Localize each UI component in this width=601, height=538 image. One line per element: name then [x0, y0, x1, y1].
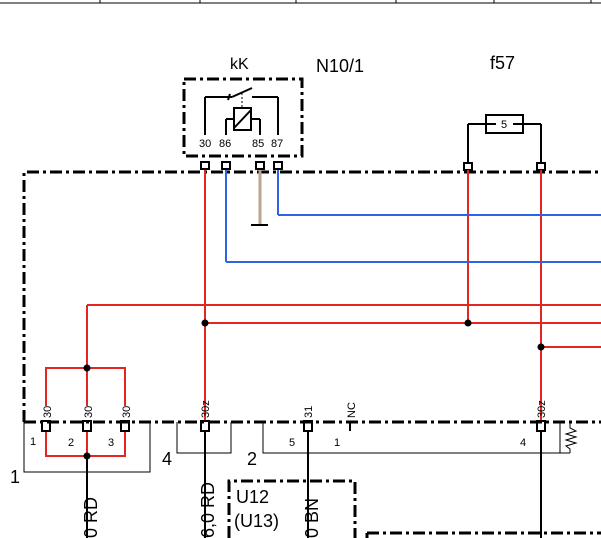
fuse-symbol	[463, 114, 546, 171]
connector-4-pin-label: 30z	[200, 400, 212, 418]
fuse-value-bg	[496, 117, 513, 131]
connector-1-number: 1	[10, 467, 20, 487]
page-frame	[0, 0, 601, 4]
module-boundary	[22, 170, 601, 422]
red-wires	[45, 170, 601, 457]
connector-right	[536, 420, 578, 453]
fuse-label: f57	[490, 53, 515, 73]
connector-1-pin-2-label: 30	[83, 406, 95, 418]
wire-label-2: 6,0 RD	[198, 482, 218, 538]
lower-wires	[86, 431, 542, 538]
connector-1-pin-1-label: 30	[42, 406, 54, 418]
relay-label: kK	[230, 56, 249, 73]
connector-1-cavity-2: 2	[68, 437, 74, 449]
blue-wires	[225, 170, 601, 263]
ecu-boundary	[227, 479, 357, 538]
wire-label-3: 0 BN	[302, 498, 322, 538]
connector-2-cavity-1: 1	[334, 437, 340, 449]
relay-pin-87: 87	[271, 138, 283, 150]
connector-4-number: 4	[162, 449, 172, 469]
junction-dots	[83, 319, 545, 460]
connector-2-pin-31-label: 31	[303, 406, 315, 418]
ecu-sublabel: (U13)	[234, 511, 279, 531]
connector-1-cavity-3: 3	[108, 437, 114, 449]
connector-1-pin-3-label: 30	[121, 406, 133, 418]
connector-2-number: 2	[247, 449, 257, 469]
connector-2-pin-nc-label: NC	[346, 402, 358, 418]
ecu-label: U12	[236, 487, 269, 507]
connector-right-cavity: 4	[520, 437, 526, 449]
relay-pin-85: 85	[252, 138, 264, 150]
relay-pin-30: 30	[199, 138, 211, 150]
connector-2-cavity-5: 5	[289, 437, 295, 449]
connector-right-pin-label: 30z	[536, 400, 548, 418]
fuse-value: 5	[501, 119, 507, 131]
module-label: N10/1	[316, 56, 364, 76]
relay-pin-86: 86	[219, 138, 231, 150]
relay-boundary	[182, 77, 304, 158]
connector-1-cavity-1: 1	[30, 436, 36, 448]
relay-pin-markers	[200, 161, 283, 170]
relay-symbol	[204, 87, 279, 135]
wire-label-1: 0 RD	[81, 497, 101, 538]
